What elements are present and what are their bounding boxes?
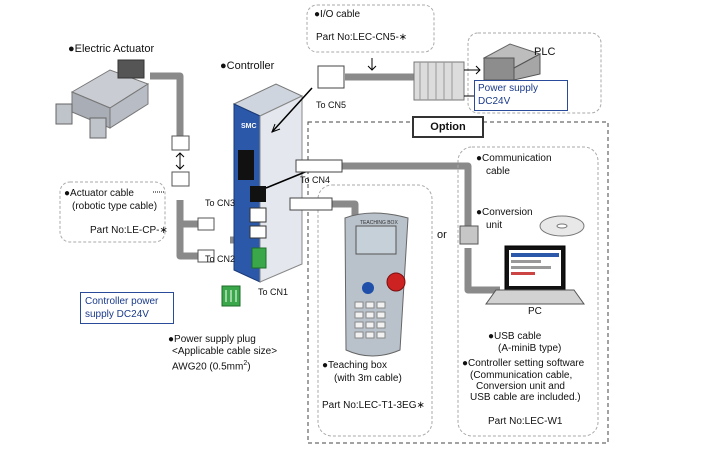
plc-power-supply-box: Power supply DC24V	[474, 80, 568, 111]
or-label: or	[437, 229, 447, 241]
actuator-cable-label: ●Actuator cable	[64, 188, 134, 199]
plc-power-supply-line1: Power supply	[478, 83, 539, 94]
actuator-cable-upper	[150, 72, 184, 150]
io-cable-label: ●I/O cable	[314, 9, 361, 20]
io-cable-box	[306, 4, 435, 53]
actuator-cable-type: (robotic type cable)	[72, 201, 158, 212]
actuator-cable-lower	[176, 200, 205, 260]
communication-cable-label-2: cable	[486, 166, 510, 177]
usb-cable-type: (A-miniB type)	[498, 343, 562, 354]
teaching-box-label: ●Teaching box	[322, 360, 387, 371]
controller-label: ●Controller	[220, 60, 275, 72]
conversion-unit-image	[459, 225, 479, 245]
communication-cable-label: ●Communication	[476, 153, 552, 164]
plc-image	[482, 43, 542, 81]
conversion-unit-label: ●Conversion	[476, 207, 533, 218]
controller-brand-logo: SMC	[241, 123, 257, 130]
to-cn1-label: To CN1	[258, 287, 289, 297]
controller-power-supply-box: Controller power supply DC24V	[80, 292, 174, 324]
electric-actuator-image	[55, 59, 150, 139]
plc-box	[467, 32, 602, 114]
cn4-connector	[295, 159, 343, 173]
conversion-unit-label-2: unit	[486, 220, 503, 231]
power-plug-cable-size: <Applicable cable size>	[172, 346, 278, 357]
actuator-cable-part-number: Part No:LE-CP-∗	[90, 225, 168, 236]
power-plug-label: ●Power supply plug	[168, 334, 256, 345]
pendant-title: TEACHING BOX	[360, 220, 398, 226]
software-frame	[457, 146, 599, 437]
power-plug-awg-superscript: 2	[243, 360, 248, 367]
controller-power-line2: supply DC24V	[85, 309, 149, 320]
option-badge: Option	[412, 116, 484, 138]
teaching-box-cable-note: (with 3m cable)	[334, 373, 402, 384]
cn5-connector	[317, 65, 345, 89]
to-cn4-label: To CN4	[300, 175, 331, 185]
power-plug-awg-end: )	[247, 361, 251, 373]
software-includes-line3: USB cable are included.)	[470, 392, 581, 403]
to-cn2-label: To CN2	[205, 254, 236, 264]
software-includes-line1: (Communication cable,	[470, 370, 573, 381]
io-cable-part-number: Part No:LEC-CN5-∗	[316, 32, 408, 43]
connect-arrow-icon	[175, 152, 185, 170]
electric-actuator-label: ●Electric Actuator	[68, 43, 155, 55]
actuator-connector-top	[171, 135, 190, 151]
usb-cable-label: ●USB cable	[488, 331, 542, 342]
software-part-number: Part No:LEC-W1	[488, 416, 563, 427]
io-cable-arrow-icon	[367, 58, 377, 71]
teaching-pendant-image	[344, 212, 409, 357]
power-plug-awg: AWG20 (0.5mm2)	[172, 358, 251, 373]
teaching-box-frame	[317, 184, 433, 437]
pc-label: PC	[528, 306, 542, 317]
cn2-plug	[197, 249, 215, 263]
to-cn5-label: To CN5	[316, 100, 347, 110]
actuator-cable-box	[59, 181, 166, 243]
pc-image	[485, 245, 585, 305]
io-ribbon-end	[413, 61, 465, 101]
power-plug-awg-text: AWG20 (0.5mm	[172, 361, 244, 373]
actuator-connector-bottom	[171, 171, 190, 187]
to-cn3-label: To CN3	[205, 198, 236, 208]
software-label: ●Controller setting software	[462, 358, 585, 369]
communication-cable-route	[340, 162, 472, 236]
software-includes-line2: Conversion unit and	[476, 381, 565, 392]
power-supply-plug-image	[221, 285, 241, 307]
plc-label: PLC	[534, 46, 556, 58]
controller-image	[232, 83, 304, 283]
cn-teach-connector	[289, 197, 333, 211]
cn3-plug	[197, 217, 215, 231]
controller-power-line1: Controller power	[85, 296, 159, 307]
plc-power-supply-line2: DC24V	[478, 96, 511, 107]
usb-cable-route	[464, 248, 500, 294]
teaching-box-part-number: Part No:LEC-T1-3EG∗	[322, 400, 425, 411]
